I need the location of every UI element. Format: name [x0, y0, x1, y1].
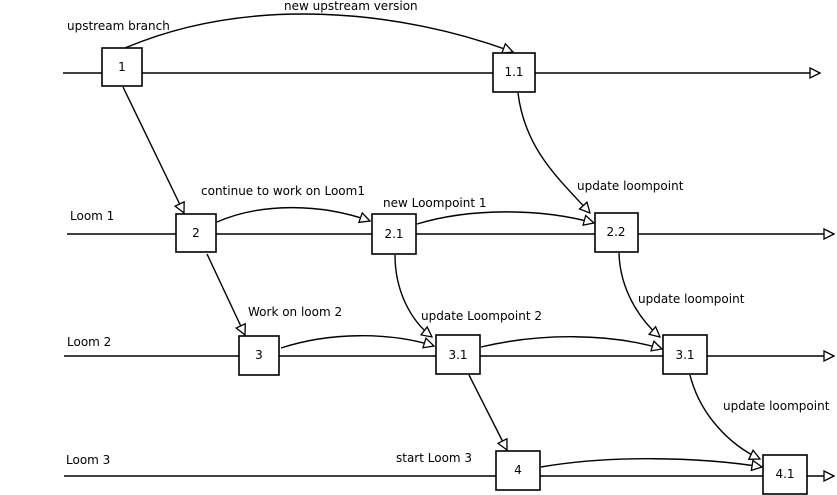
edge-update-loompoint-1 — [517, 92, 590, 213]
lane-label-upstream: upstream branch — [67, 19, 170, 33]
node-2-2: 2.2 — [594, 212, 639, 253]
edge-upstream-new-version — [124, 13, 513, 52]
node-4-1: 4.1 — [762, 454, 808, 495]
node-1-1: 1.1 — [492, 52, 536, 93]
edge-label-start-loom3: start Loom 3 — [396, 451, 472, 465]
edge-loom2-continue — [480, 336, 662, 349]
node-label: 4.1 — [775, 467, 794, 481]
node-box — [594, 212, 639, 253]
node-label: 2.2 — [606, 225, 625, 239]
node-label: 3 — [255, 348, 263, 362]
node-label: 2.1 — [384, 227, 403, 241]
edge-label-continue-loom1: continue to work on Loom1 — [201, 184, 365, 198]
lane-lines — [63, 73, 834, 476]
node-label: 3.1 — [448, 348, 467, 362]
edge-branch-loom3 — [468, 374, 507, 450]
edge-loom1-continue — [216, 206, 370, 222]
edge-branch-loom1 — [122, 86, 184, 213]
node-box — [762, 454, 808, 495]
edge-loom2-work — [280, 335, 434, 349]
node-2: 2 — [175, 213, 217, 253]
node-1: 1 — [101, 47, 143, 87]
lane-label-loom1: Loom 1 — [70, 209, 114, 223]
node-label: 1.1 — [504, 65, 523, 79]
node-box — [101, 47, 143, 87]
edge-update-loompoint-4 — [689, 374, 760, 459]
edge-labels: new upstream version continue to work on… — [201, 0, 830, 465]
edge-branch-loom2 — [206, 253, 245, 335]
node-box — [495, 450, 541, 491]
node-3-1-second: 3.1 — [662, 334, 708, 375]
edge-label-new-loompoint-1: new Loompoint 1 — [383, 196, 487, 210]
edge-label-update-loompoint-3: update loompoint — [638, 292, 745, 306]
node-box — [492, 52, 536, 93]
node-box — [435, 334, 481, 375]
node-3: 3 — [238, 335, 280, 376]
node-box — [175, 213, 217, 253]
lane-label-loom3: Loom 3 — [66, 453, 110, 467]
node-box — [371, 213, 417, 255]
edge-label-work-on-loom2: Work on loom 2 — [248, 305, 342, 319]
edges — [122, 13, 762, 467]
edge-label-update-loompoint-4: update loompoint — [723, 399, 830, 413]
edge-label-update-loompoint-2: update Loompoint 2 — [421, 309, 542, 323]
edge-update-loompoint-3 — [618, 252, 660, 337]
node-box — [662, 334, 708, 375]
edge-loom3-continue — [540, 458, 762, 467]
node-3-1-first: 3.1 — [435, 334, 481, 375]
lane-labels: upstream branch Loom 1 Loom 2 Loom 3 — [66, 19, 170, 467]
edge-loom1-new-loompoint — [416, 211, 594, 224]
node-box — [238, 335, 280, 376]
node-2-1: 2.1 — [371, 213, 417, 255]
nodes: 1 1.1 2 2.1 2.2 3 3.1 3.1 — [101, 47, 808, 495]
lane-label-loom2: Loom 2 — [67, 335, 111, 349]
edge-update-loompoint-2 — [394, 254, 432, 337]
edge-label-update-loompoint-1: update loompoint — [577, 179, 684, 193]
node-label: 2 — [192, 226, 200, 240]
node-label: 3.1 — [675, 348, 694, 362]
node-label: 1 — [118, 60, 126, 74]
node-label: 4 — [514, 463, 522, 477]
node-4: 4 — [495, 450, 541, 491]
edge-label-new-upstream-version: new upstream version — [284, 0, 418, 13]
